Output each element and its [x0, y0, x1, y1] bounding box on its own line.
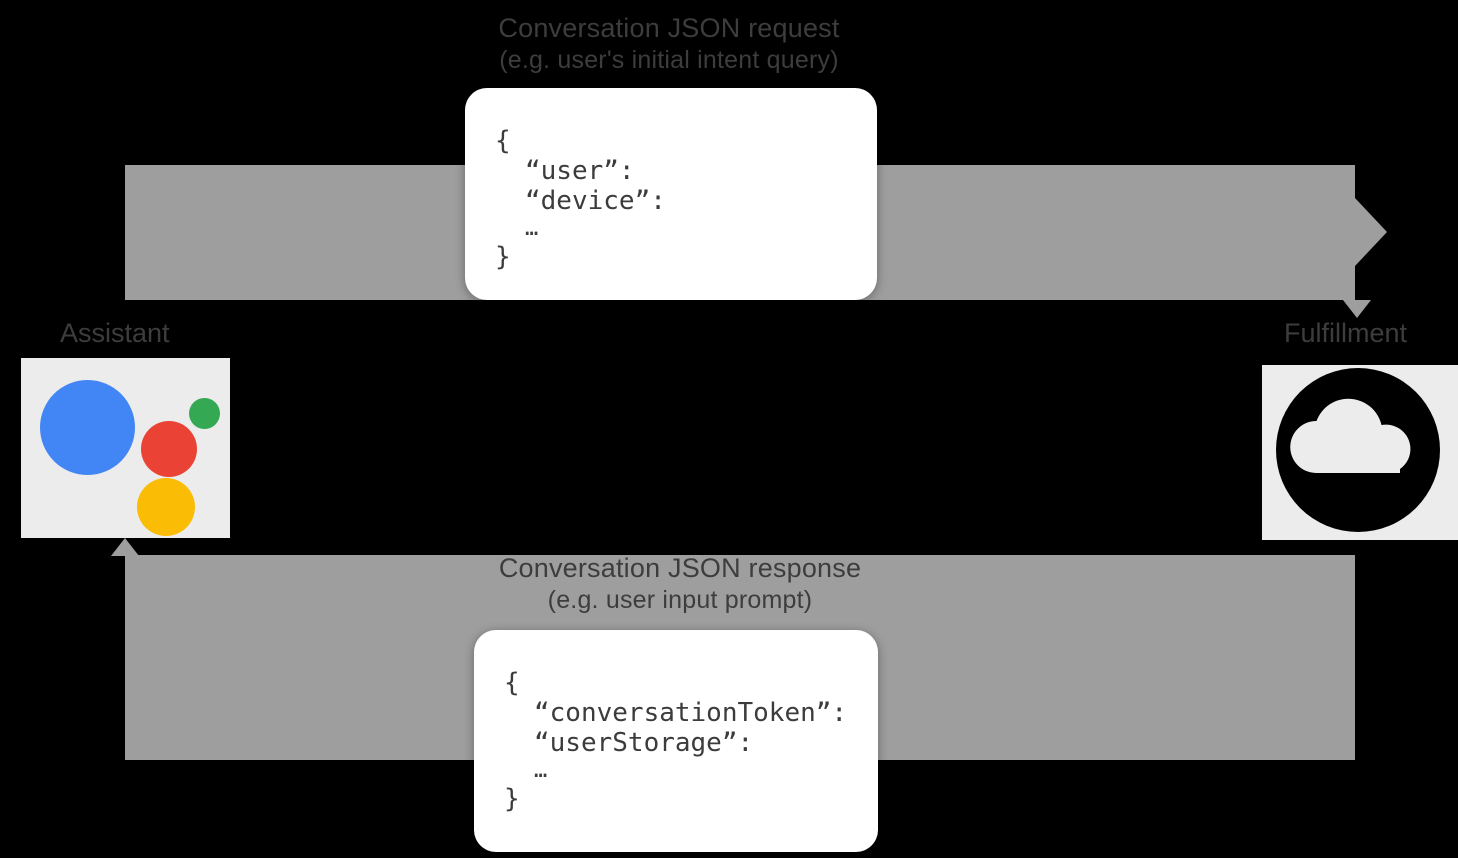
google-assistant-blue-dot-icon: [40, 380, 135, 475]
response-json-close-brace: }: [504, 783, 520, 814]
request-json-line-user: “user”:: [525, 156, 635, 187]
request-arrow-tip-down-icon: [1343, 300, 1371, 318]
response-flow-title: Conversation JSON response: [498, 553, 862, 583]
response-arrow-head-up-icon: [111, 538, 139, 556]
request-flow-title: Conversation JSON request: [498, 13, 840, 43]
request-arrow-head-right-icon: [1355, 198, 1387, 266]
request-flow-subtitle: (e.g. user's initial intent query): [499, 45, 839, 74]
response-json-line-user-storage: “userStorage”:: [534, 728, 754, 759]
request-json-card: { “user”: “device”: … }: [465, 88, 877, 300]
response-json-open-brace: {: [504, 668, 520, 698]
cloud-icon: [1276, 368, 1440, 532]
request-json-ellipsis: …: [525, 216, 540, 242]
request-json-open-brace: {: [495, 126, 511, 156]
google-assistant-yellow-dot-icon: [137, 478, 195, 536]
response-json-ellipsis: …: [534, 758, 549, 784]
google-assistant-green-dot-icon: [189, 398, 220, 429]
response-flow-subtitle: (e.g. user input prompt): [547, 585, 813, 614]
response-json-card: { “conversationToken”: “userStorage”: … …: [474, 630, 878, 852]
request-json-close-brace: }: [495, 241, 511, 272]
request-json-line-device: “device”:: [525, 186, 666, 217]
assistant-icon-tile: [21, 358, 230, 538]
google-assistant-red-dot-icon: [141, 421, 197, 477]
request-flow-label: Conversation JSON request (e.g. user's i…: [329, 12, 1009, 75]
fulfillment-icon-tile: [1262, 365, 1458, 540]
response-flow-label: Conversation JSON response (e.g. user in…: [340, 552, 1020, 615]
assistant-node-label: Assistant: [60, 318, 170, 348]
response-json-line-conversation-token: “conversationToken”:: [534, 698, 848, 729]
fulfillment-node-label: Fulfillment: [1284, 318, 1408, 348]
